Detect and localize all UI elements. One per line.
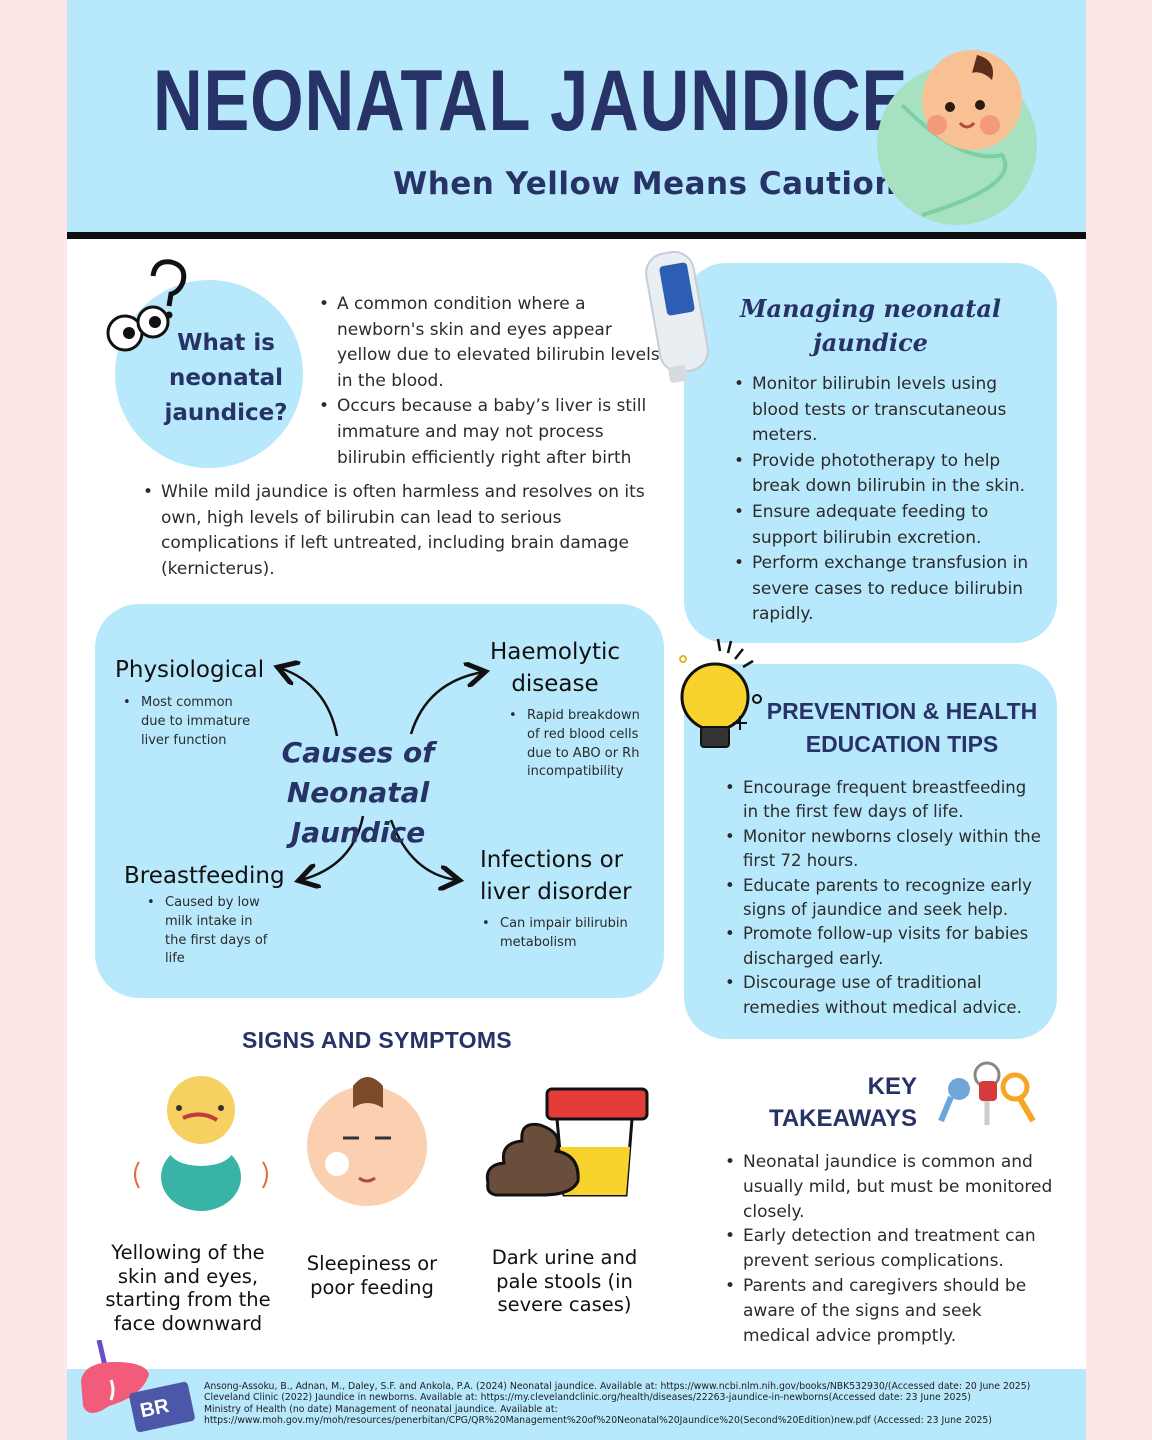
sign-caption: Dark urine and pale stools (in severe ca… [491,1246,638,1316]
prevention-bullet: Monitor newborns closely within the firs… [723,825,1043,874]
prevention-bullet: Educate parents to recognize early signs… [723,874,1043,923]
takeaway-bullet: Neonatal jaundice is common and usually … [723,1150,1053,1224]
prevention-heading: PREVENTION & HEALTH EDUCATION TIPS [766,698,1038,757]
cause-desc-bullet: Can impair bilirubin metabolism [480,915,640,953]
cause-desc-bullet: Most common due to immature liver functi… [121,694,261,750]
lightbulb-icon [679,638,762,748]
header-divider [67,232,1086,239]
bilirubin-meter-icon [645,250,709,383]
prevention-bullet: Promote follow-up visits for babies disc… [723,922,1043,971]
signs-heading: SIGNS AND SYMPTOMS [242,1027,512,1053]
prevention-list: Encourage frequent breastfeeding in the … [723,776,1043,1020]
cause-title: Physiological [115,657,265,683]
arrow-haemolytic [409,672,483,735]
cause-desc: Most common due to immature liver functi… [121,694,261,750]
liver-icon [81,1340,149,1413]
reference-line: https://www.moh.gov.my/moh/resources/pen… [204,1415,992,1427]
references-footer [67,1369,1086,1440]
managing-bullet: Monitor bilirubin levels using blood tes… [732,372,1032,449]
takeaway-bullet: Early detection and treatment can preven… [723,1224,1053,1274]
what-is-extra: While mild jaundice is often harmless an… [141,480,661,582]
arrow-physiological [280,668,339,737]
managing-bullet: Ensure adequate feeding to support bilir… [732,500,1032,551]
references-list: Ansong-Assoku, B., Adnan, M., Daley, S.F… [204,1381,1074,1427]
swaddled-baby-icon [877,50,1037,225]
cause-desc-bullet: Rapid breakdown of red blood cells due t… [507,707,647,782]
causes-arrows [95,604,664,998]
takeaway-bullet: Parents and caregivers should be aware o… [723,1274,1053,1348]
crying-baby-icon [134,1076,268,1211]
infographic-page: NEONATAL JAUNDICE When Yellow Means Caut… [67,0,1086,1440]
managing-bullet: Perform exchange transfusion in severe c… [732,551,1032,628]
managing-heading: Managing neonatal jaundice [739,294,1002,357]
causes-center-heading: Causes of Neonatal Jaundice [281,736,435,849]
reference-line: Cleveland Clinic (2022) Jaundice in newb… [204,1392,971,1404]
cause-desc: Caused by low milk intake in the first d… [145,894,275,969]
arrow-infections [389,819,457,880]
managing-bullet: Provide phototherapy to help break down … [732,449,1032,500]
keys-icon [938,1061,1036,1125]
cause-desc-bullet: Caused by low milk intake in the first d… [145,894,275,969]
prevention-bullet: Discourage use of traditional remedies w… [723,971,1043,1020]
managing-list: Monitor bilirubin levels using blood tes… [732,372,1032,628]
page-subtitle: When Yellow Means Caution [393,166,897,202]
cause-desc: Rapid breakdown of red blood cells due t… [507,707,647,782]
cause-title: Haemolytic disease [489,639,621,697]
what-is-extra-bullet: While mild jaundice is often harmless an… [141,480,661,582]
stool-urine-icon [485,1087,649,1197]
what-is-bullet: A common condition where a newborn's ski… [317,292,665,394]
cause-desc: Can impair bilirubin metabolism [480,915,640,953]
cause-title: Infections or liver disorder [480,847,632,905]
arrow-breastfeeding [301,815,365,880]
prevention-bullet: Encourage frequent breastfeeding in the … [723,776,1043,825]
sign-caption: Yellowing of the skin and eyes, starting… [105,1241,271,1335]
takeaways-heading: KEY TAKEAWAYS [768,1073,917,1132]
what-is-heading: What is neonatal jaundice? [164,330,288,426]
sleepy-baby-icon [307,1077,427,1206]
what-is-list: A common condition where a newborn's ski… [317,292,665,471]
page-title: NEONATAL JAUNDICE [153,53,909,149]
takeaways-list: Neonatal jaundice is common and usually … [723,1150,1053,1348]
what-is-bullet: Occurs because a baby’s liver is still i… [317,394,665,471]
confused-eyes-icon [106,259,187,352]
reference-line: Ansong-Assoku, B., Adnan, M., Daley, S.F… [204,1381,1031,1392]
cause-title: Breastfeeding [124,863,285,889]
sign-caption: Sleepiness or poor feeding [306,1252,438,1299]
reference-line: Ministry of Health (no date) Management … [204,1403,558,1415]
